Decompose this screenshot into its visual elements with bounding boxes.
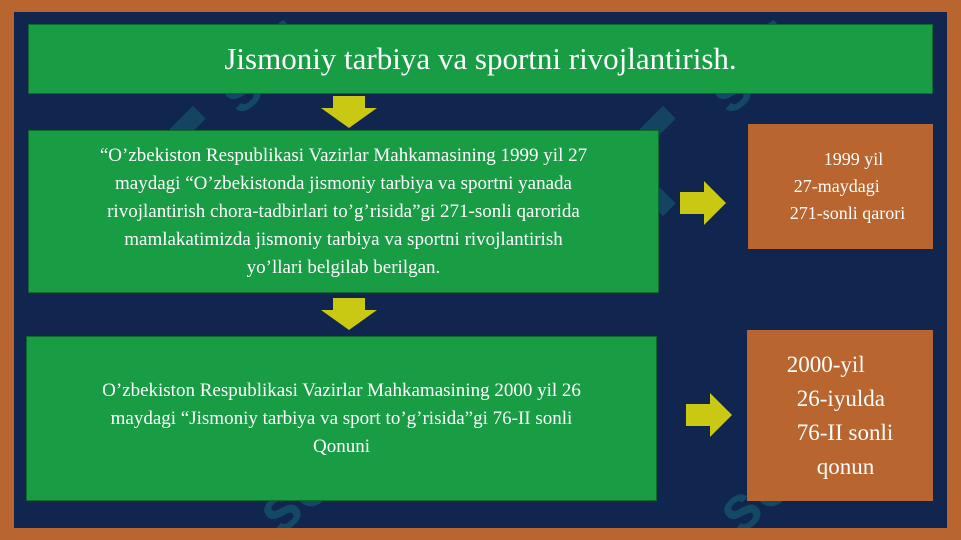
arrow-down-icon [321, 96, 377, 128]
slide-title: Jismoniy tarbiya va sportni rivojlantiri… [28, 24, 933, 94]
decree-1999-line: rivojlantirish chora-tadbirlari to’g’ris… [107, 200, 580, 222]
decree-1999-line: maydagi “O’zbekistonda jismoniy tarbiya … [115, 172, 572, 194]
law-2000-box: O’zbekiston Respublikasi Vazirlar Mahkam… [26, 336, 657, 501]
decree-1999-box: “O’zbekiston Respublikasi Vazirlar Mahka… [28, 130, 659, 293]
date-2000-line: qonun [816, 453, 875, 479]
date-2000-line: 2000-yil [786, 351, 865, 377]
arrow-down-icon [321, 298, 377, 330]
decree-1999-line: “O’zbekiston Respublikasi Vazirlar Mahka… [99, 144, 588, 166]
date-1999-box: 1999 yil 27-maydagi 271-sonli qarori [748, 124, 933, 249]
date-1999-line: 1999 yil [823, 149, 884, 169]
decree-1999-line: yo’llari belgilab berilgan. [246, 256, 441, 278]
law-2000-line: O’zbekiston Respublikasi Vazirlar Mahkam… [102, 379, 581, 401]
arrow-right-icon [680, 181, 726, 225]
law-2000-line: Qonuni [312, 435, 370, 457]
date-2000-line: 76-II sonli [796, 419, 894, 445]
arrow-right-icon [686, 393, 732, 437]
date-2000-box: 2000-yil 26-iyulda 76-II sonli qonun [747, 330, 933, 501]
date-1999-line: 27-maydagi [793, 176, 880, 196]
date-2000-line: 26-iyulda [796, 385, 885, 411]
date-1999-line: 271-sonli qarori [789, 203, 906, 223]
law-2000-line: maydagi “Jismoniy tarbiya va sport to’g’… [110, 407, 573, 429]
decree-1999-line: mamlakatimizda jismoniy tarbiya va sport… [124, 228, 563, 250]
